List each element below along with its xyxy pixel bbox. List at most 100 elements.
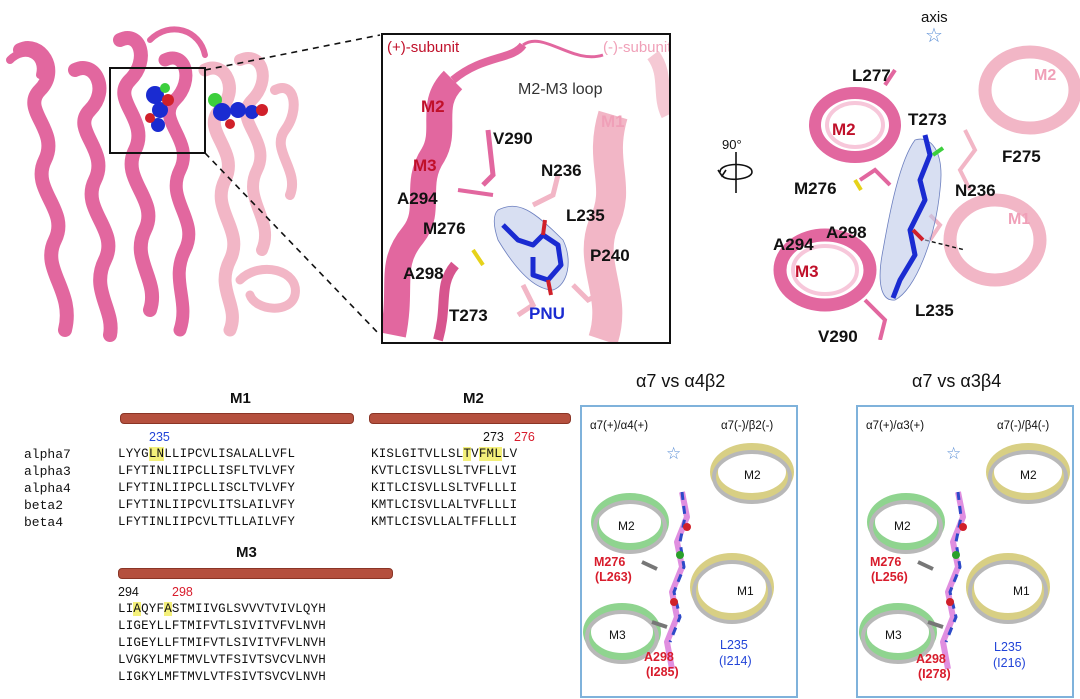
m1-seq-segment: LYYG [118,447,149,461]
comparison-1-m276: M276 [594,555,626,569]
m2-highlight-t: T [463,447,472,461]
comparison-2-a298-alt: (I278) [918,667,951,681]
m2-seq-alpha4: KITLCISVLLSLTVFLLLI [371,481,518,495]
zoom-inset: (+)-subunit (-)-subunit M2-M3 loop M2 M1… [381,33,671,344]
m1-seq-alpha3: LFYTINLIIPCLLISFLTVLVFY [118,464,296,478]
top-m276-label: M276 [794,179,837,198]
minus-subunit-helices [198,52,300,337]
m1-highlight-ln: LN [148,447,165,461]
m2-highlight-fml: FML [478,447,502,461]
residue-number-276: 276 [514,430,535,444]
m3-seq-segment: STMIIVGLSVVVTVIVLQYH [171,602,326,616]
m1-label: M1 [601,112,625,131]
comparison-1-m3: M3 [609,628,626,642]
comparison-2-right-label: α7(-)/β4(-) [997,420,1050,432]
m2-seq-segment: KISLGITVLLSL [371,447,464,461]
residue-number-294: 294 [118,585,139,599]
top-l277-label: L277 [852,66,891,85]
rotation-icon [717,152,753,193]
comparison-panel-1: α7(+)/α4(+) α7(-)/β2(-) ☆ M2 M2 M276 (L2… [580,405,798,698]
t273-label: T273 [449,306,488,325]
top-n236-label: N236 [955,181,996,200]
m1-header: M1 [230,390,251,407]
comparison-2-left-label: α7(+)/α3(+) [866,420,925,432]
a298-label: A298 [403,264,444,283]
comparison-2-m3: M3 [885,628,902,642]
seq-name-alpha7: alpha7 [24,447,71,462]
p240-label: P240 [590,246,630,265]
m2-label: M2 [421,97,445,116]
n236-label: N236 [541,161,582,180]
m3-highlight-a294: A [133,602,142,616]
seq-name-alpha4: alpha4 [24,481,71,496]
comparison-2-m276: M276 [870,555,902,569]
m1-seq-beta2: LFYTINLIIPCVLITSLAILVFY [118,498,296,512]
residue-number-235: 235 [149,430,170,444]
m1-bar [120,413,354,424]
m2-seq-beta2: KMTLCISVLLALTVFLLLI [371,498,518,512]
comparison-1-right-label: α7(-)/β2(-) [721,420,774,432]
m3-header: M3 [236,544,257,561]
residue-number-298: 298 [172,585,193,599]
top-view-ribbons [773,45,1080,340]
comparison-1-m1: M1 [737,584,754,598]
axis-label: axis [921,9,948,26]
comparison-1-l235: L235 [720,638,748,652]
comparison-title-2: α7 vs α3β4 [912,371,1002,391]
m3-bar [118,568,393,579]
m1-seq-alpha4: LFYTINLIIPCLLISCLTVLVFY [118,481,296,495]
top-t273-label: T273 [908,110,947,129]
m3-highlight-a298: A [164,602,172,616]
seq-name-alpha3: alpha3 [24,464,71,479]
m276-label: M276 [423,219,466,238]
zoom-lines [204,34,381,336]
comparison-1-axis-star-icon: ☆ [666,444,682,463]
m1-seq-beta4: LFYTINLIIPCVLTTLLAILVFY [118,515,296,529]
top-a294-label: A294 [773,235,814,254]
comparison-1-l235-alt: (I214) [719,654,752,668]
m2-seq-segment: LV [501,447,518,461]
top-v290-label: V290 [818,327,858,346]
comparison-1-a298: A298 [644,650,674,664]
comparison-2-m1: M1 [1013,584,1030,598]
top-a298-label: A298 [826,223,867,242]
m3-seq-alpha3: LIGEYLLFTMIFVTLSIVITVFVLNVH [118,619,326,633]
comparison-2-l235-alt: (I216) [993,656,1026,670]
residue-number-273: 273 [483,430,504,444]
seq-name-beta2: beta2 [24,498,64,513]
a294-label: A294 [397,189,438,208]
comparison-2-axis-star-icon: ☆ [946,444,962,463]
l235-label: L235 [566,206,605,225]
zoom-inset-ribbons [383,39,669,342]
comparison-1-a298-alt: (I285) [646,665,679,679]
comparison-1-m2-left: M2 [618,519,635,533]
plus-subunit-label: (+)-subunit [387,39,460,56]
comparison-2-a298: A298 [916,652,946,666]
m2-seq-alpha3: KVTLCISVLLSLTVFLLVI [371,464,518,478]
pnu-label: PNU [529,304,565,323]
m2-m3-loop-label: M2-M3 loop [518,81,603,98]
m3-seq-alpha7: LIAQYFASTMIIVGLSVVVTVIVLQYH [118,602,326,616]
comparison-1-left-label: α7(+)/α4(+) [590,420,649,432]
m3-seq-segment: QYF [141,602,165,616]
comparison-1-m2-right: M2 [744,468,761,482]
comparison-2-m2-right: M2 [1020,468,1037,482]
top-m3-label: M3 [795,262,819,281]
m3-seq-alpha4: LIGEYLLFTMIFVTLSIVITVFVLNVH [118,636,326,650]
comparison-1-m276-alt: (L263) [595,570,632,584]
top-m1-label: M1 [1008,211,1031,228]
comparison-2-m2-left: M2 [894,519,911,533]
minus-subunit-label: (-)-subunit [603,39,671,56]
m2-seq-alpha7: KISLGITVLLSLTVFMLLV [371,447,518,461]
inset-selection-box [109,67,206,154]
comparison-1-ribbons [583,443,794,670]
rotation-angle-label: 90° [722,137,742,152]
m3-seq-beta2: LVGKYLMFTMVLVTFSIVTSVCVLNVH [118,653,326,667]
axis-star-icon: ☆ [925,25,943,47]
plus-subunit-helices [6,26,208,342]
ligand-spheres [145,83,268,132]
comparison-2-l235: L235 [994,640,1022,654]
m2-bar [369,413,571,424]
v290-label: V290 [493,129,533,148]
m2-seq-beta4: KMTLCISVLLALTFFLLLI [371,515,518,529]
